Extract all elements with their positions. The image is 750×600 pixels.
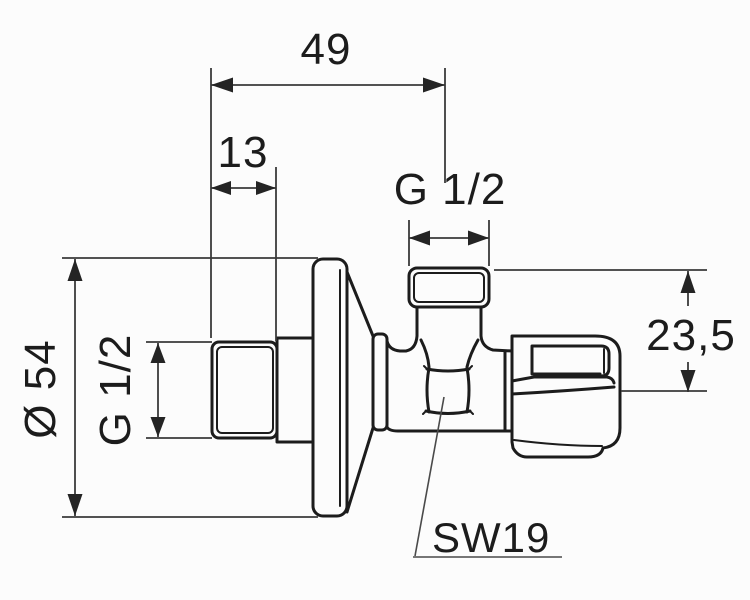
cone-top-slant xyxy=(345,270,375,338)
arrowhead-left-icon xyxy=(409,230,430,246)
arrowhead-right-icon xyxy=(468,230,489,246)
arrowhead-up-icon xyxy=(150,343,166,363)
hex-bottom-edge xyxy=(424,409,472,415)
thread-top-label: G 1/2 xyxy=(394,165,507,214)
valve-top-thread xyxy=(407,266,491,309)
arrowhead-left-icon xyxy=(211,77,233,93)
dimension-49: 49 xyxy=(210,25,446,338)
flange-outline xyxy=(311,257,349,518)
arrowhead-down-icon xyxy=(680,370,696,392)
body-bottom-contour xyxy=(385,425,514,433)
top-thread-outer xyxy=(407,266,491,309)
handle-recess xyxy=(530,344,611,378)
arrowhead-left-icon xyxy=(211,181,231,195)
dimension-23-5: 23,5 xyxy=(494,269,736,392)
dim-235-label: 23,5 xyxy=(646,311,736,360)
handle-bottom-crease xyxy=(513,439,603,447)
handle-outline xyxy=(510,334,622,459)
valve-body xyxy=(385,306,514,433)
hex-top-edge xyxy=(425,367,471,373)
dim-13-label: 13 xyxy=(218,128,269,177)
body-top-left-contour xyxy=(385,306,419,353)
arrowhead-down-icon xyxy=(67,494,83,516)
left-thread-inner xyxy=(216,346,274,434)
arrowhead-up-icon xyxy=(680,271,696,293)
body-top-right-contour xyxy=(479,306,514,353)
top-thread-inner xyxy=(413,272,485,303)
dim-49-label: 49 xyxy=(301,25,352,74)
hex-left-edge xyxy=(425,366,431,414)
dimension-g12-top: G 1/2 xyxy=(394,165,507,266)
ext-lines-g12-top xyxy=(408,220,490,266)
hex-corner-ticks xyxy=(422,365,474,415)
dimension-13: 13 xyxy=(211,128,277,341)
arrowhead-down-icon xyxy=(150,417,166,437)
left-thread-outer xyxy=(210,340,279,440)
cone-bottom-slant xyxy=(345,426,375,514)
valve-handle xyxy=(510,334,622,459)
hex-right-edge xyxy=(465,366,471,414)
ext-lines-d54 xyxy=(62,257,318,518)
dim-d54-label: Ø 54 xyxy=(16,339,65,438)
arrowhead-right-icon xyxy=(256,181,276,195)
valve-object xyxy=(210,257,622,518)
valve-left-thread xyxy=(210,340,279,440)
thread-left-label: G 1/2 xyxy=(91,334,140,447)
arrowhead-right-icon xyxy=(423,77,445,93)
dimension-d54: Ø 54 xyxy=(16,257,318,518)
valve-hex-sw19 xyxy=(422,365,474,415)
body-waist-curves xyxy=(419,338,480,369)
handle-waist-band xyxy=(510,375,616,396)
valve-cone xyxy=(345,270,389,514)
cone-rim xyxy=(371,332,389,432)
valve-inlet-cylinder xyxy=(275,336,315,444)
sw19-leader-line xyxy=(414,396,445,557)
arrowhead-up-icon xyxy=(67,259,83,281)
wrench-size-label: SW19 xyxy=(432,514,550,561)
ext-lines-g12-left xyxy=(146,341,212,439)
valve-flange xyxy=(311,257,349,518)
dimension-g12-left: G 1/2 xyxy=(91,334,212,447)
callout-sw19: SW19 xyxy=(413,396,562,561)
